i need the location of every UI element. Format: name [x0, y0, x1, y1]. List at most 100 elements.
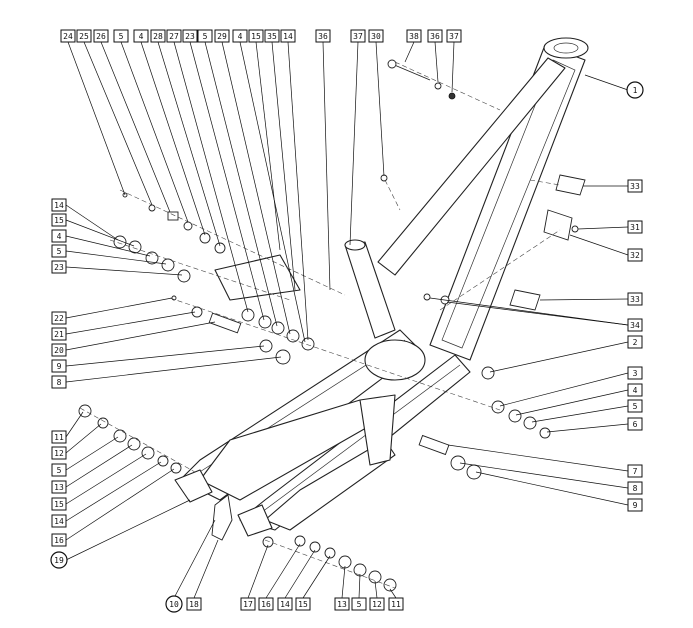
- svg-text:15: 15: [54, 500, 64, 509]
- svg-text:11: 11: [54, 433, 64, 442]
- callout-label: 15: [51, 213, 67, 227]
- assembly-axes: [79, 61, 561, 589]
- svg-text:17: 17: [243, 600, 253, 609]
- svg-text:4: 4: [238, 32, 243, 41]
- svg-text:18: 18: [189, 600, 199, 609]
- callouts-left-upper: 14 15 4 5 23: [51, 198, 67, 274]
- callout-label: 6: [627, 417, 643, 431]
- callout-label: 4: [232, 29, 248, 43]
- svg-text:14: 14: [280, 600, 290, 609]
- svg-text:23: 23: [185, 32, 195, 41]
- svg-text:11: 11: [391, 600, 401, 609]
- callout-label: 32: [627, 248, 643, 262]
- callout-label: 18: [186, 597, 202, 611]
- callout-label: 16: [258, 597, 274, 611]
- callout-label: 13: [51, 480, 67, 494]
- svg-text:27: 27: [169, 32, 179, 41]
- svg-text:5: 5: [633, 402, 638, 411]
- callout-label: 35: [264, 29, 280, 43]
- svg-text:12: 12: [372, 600, 382, 609]
- callout-label: 22: [51, 311, 67, 325]
- svg-text:9: 9: [57, 362, 62, 371]
- callout-label: 5: [51, 244, 67, 258]
- callout-label: 8: [627, 481, 643, 495]
- callout-label: 37: [446, 29, 462, 43]
- callout-label: 15: [248, 29, 264, 43]
- callout-label: 9: [51, 359, 67, 373]
- callout-circled: 10: [165, 595, 183, 613]
- callouts-circled: 1 19 10: [50, 81, 644, 613]
- svg-text:15: 15: [298, 600, 308, 609]
- callout-label: 11: [51, 430, 67, 444]
- callout-label: 30: [368, 29, 384, 43]
- callout-label: 4: [51, 229, 67, 243]
- callout-label: 17: [240, 597, 256, 611]
- svg-text:20: 20: [54, 346, 64, 355]
- svg-text:3: 3: [633, 369, 638, 378]
- callouts-right-lower: 3 4 5 6 7 8 9: [627, 366, 643, 512]
- callout-label: 29: [214, 29, 230, 43]
- callout-label: 15: [295, 597, 311, 611]
- callouts-left-lower: 11 12 5 13 15 14 16: [51, 430, 67, 547]
- callout-label: 28: [150, 29, 166, 43]
- svg-text:4: 4: [633, 386, 638, 395]
- callout-circled: 1: [626, 81, 644, 99]
- svg-text:25: 25: [79, 32, 89, 41]
- svg-text:31: 31: [630, 223, 640, 232]
- callout-label: 8: [51, 375, 67, 389]
- svg-text:23: 23: [54, 263, 64, 272]
- svg-text:7: 7: [633, 467, 638, 476]
- callout-label: 20: [51, 343, 67, 357]
- svg-text:21: 21: [54, 330, 64, 339]
- callout-label: 2: [627, 335, 643, 349]
- callout-label: 5: [351, 597, 367, 611]
- callout-label: 12: [369, 597, 385, 611]
- callout-label: 12: [51, 446, 67, 460]
- callout-label: 14: [277, 597, 293, 611]
- callout-label: 3: [627, 366, 643, 380]
- callouts-right-upper: 33 31 32 33 34 2: [627, 179, 643, 349]
- callout-label: 14: [280, 29, 296, 43]
- callouts-left-middle: 22 21 20 9 8: [51, 311, 67, 389]
- svg-text:4: 4: [57, 232, 62, 241]
- svg-text:22: 22: [54, 314, 64, 323]
- svg-text:34: 34: [630, 321, 640, 330]
- svg-text:19: 19: [54, 556, 64, 565]
- svg-text:35: 35: [267, 32, 277, 41]
- callout-label: 34: [627, 318, 643, 332]
- callout-label: 15: [51, 497, 67, 511]
- callout-label: 38: [406, 29, 422, 43]
- svg-text:15: 15: [251, 32, 261, 41]
- callouts-bottom: 18 17 16 14 15 13 5 12 11: [186, 597, 404, 611]
- callout-label: 11: [388, 597, 404, 611]
- callout-label: 14: [51, 514, 67, 528]
- svg-text:24: 24: [63, 32, 73, 41]
- callout-label: 14: [51, 198, 67, 212]
- svg-text:13: 13: [337, 600, 347, 609]
- callout-label: 4: [627, 383, 643, 397]
- svg-text:5: 5: [119, 32, 124, 41]
- callout-label: 37: [350, 29, 366, 43]
- svg-text:12: 12: [54, 449, 64, 458]
- callout-label: 13: [334, 597, 350, 611]
- svg-text:6: 6: [633, 420, 638, 429]
- svg-text:5: 5: [57, 247, 62, 256]
- callout-label: 36: [427, 29, 443, 43]
- svg-text:37: 37: [353, 32, 363, 41]
- svg-text:14: 14: [54, 201, 64, 210]
- svg-text:5: 5: [203, 32, 208, 41]
- callout-label: 36: [315, 29, 331, 43]
- svg-text:10: 10: [169, 600, 179, 609]
- callout-label: 5: [51, 463, 67, 477]
- callout-label: 21: [51, 327, 67, 341]
- svg-text:28: 28: [153, 32, 163, 41]
- callout-label: 23: [51, 260, 67, 274]
- svg-text:38: 38: [409, 32, 419, 41]
- callout-label: 7: [627, 464, 643, 478]
- svg-text:13: 13: [54, 483, 64, 492]
- svg-text:5: 5: [57, 466, 62, 475]
- svg-text:14: 14: [283, 32, 293, 41]
- svg-text:30: 30: [371, 32, 381, 41]
- svg-text:14: 14: [54, 517, 64, 526]
